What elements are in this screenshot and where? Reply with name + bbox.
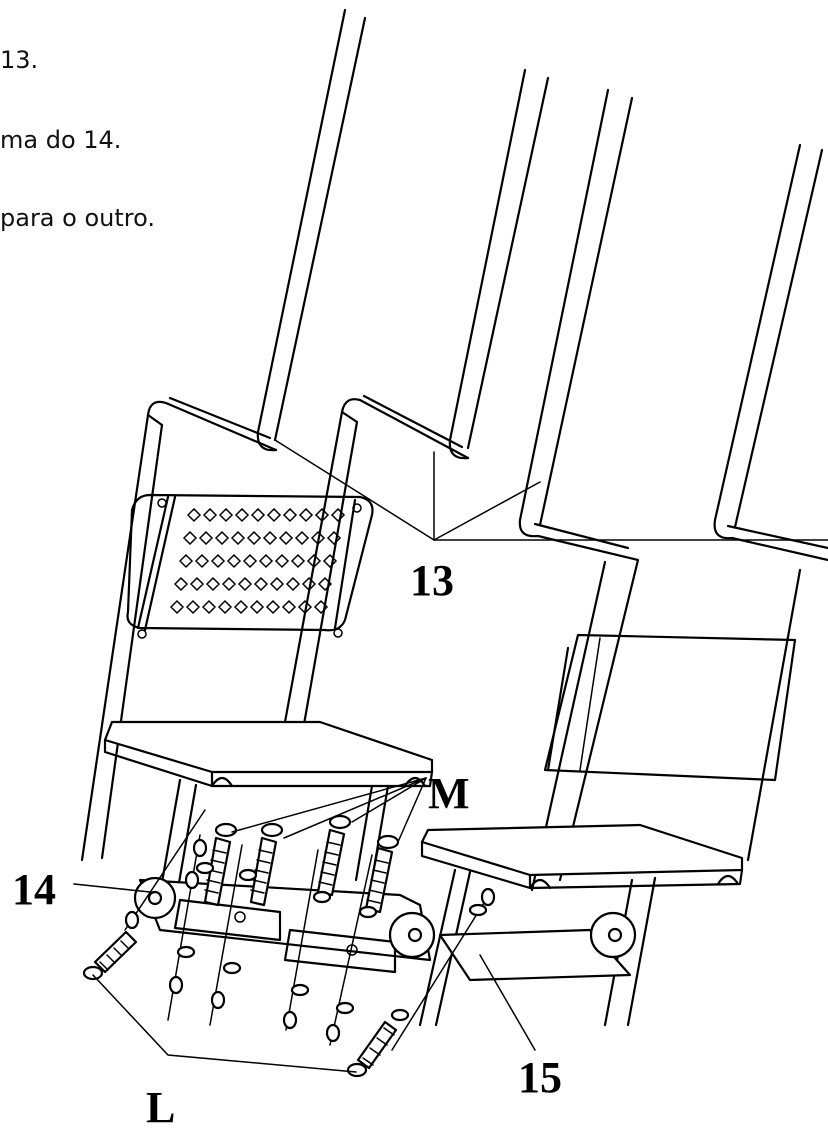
bolt-set-l [82,930,398,1078]
callout-14: 14 [12,865,56,914]
lower-support-15 [438,911,637,982]
callout-15: 15 [518,1053,562,1102]
hinge-bracket-14 [133,876,436,974]
instruction-line-2: ma do 14. [0,126,122,154]
leader-lines [73,439,828,1073]
callout-m: M [428,769,470,818]
left-ladder-rail [80,8,367,862]
callout-l: L [146,1083,175,1130]
back-perforated-plate [126,493,374,639]
right-step-tread [418,823,744,1027]
middle-ladder-rail [276,68,550,772]
callout-13: 13 [410,556,454,605]
right-ladder-rails [518,88,828,892]
instruction-line-3: para o outro. [0,204,155,232]
instruction-line-1: 13. [0,46,39,74]
washers-and-nuts [124,809,496,1051]
left-step-tread [103,720,434,907]
right-back-panel [543,633,797,782]
